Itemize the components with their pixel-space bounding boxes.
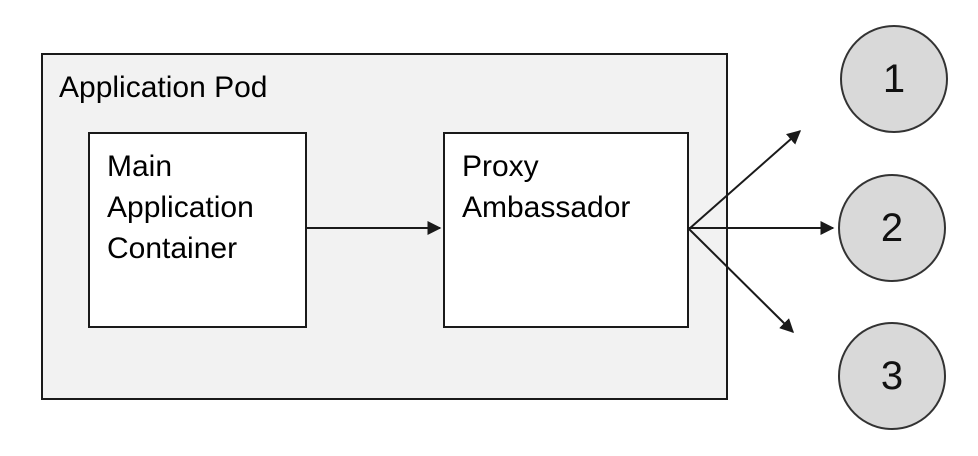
endpoint-node-1: 1 bbox=[840, 25, 948, 133]
application-pod-group: Application Pod Main Application Contain… bbox=[41, 53, 728, 400]
main-application-container-label: Main Application Container bbox=[107, 150, 254, 265]
proxy-ambassador-label: Proxy Ambassador bbox=[462, 150, 631, 224]
endpoint-1-label: 1 bbox=[882, 56, 906, 101]
application-pod-title: Application Pod bbox=[59, 71, 268, 104]
endpoint-node-3: 3 bbox=[838, 322, 946, 430]
endpoint-2-label: 2 bbox=[880, 205, 904, 250]
main-application-container-node: Main Application Container bbox=[88, 132, 307, 328]
endpoint-3-label: 3 bbox=[880, 353, 904, 398]
proxy-ambassador-node: Proxy Ambassador bbox=[443, 132, 689, 328]
endpoint-node-2: 2 bbox=[838, 174, 946, 282]
